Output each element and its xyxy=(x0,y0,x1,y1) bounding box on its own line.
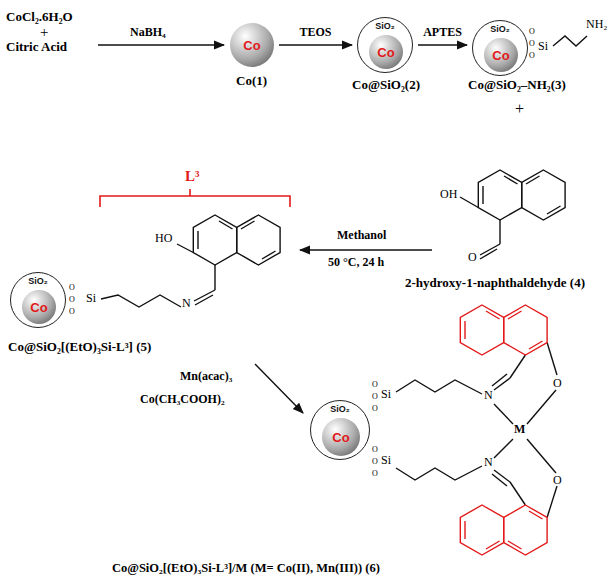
atom-label: O xyxy=(529,40,535,49)
silica-shell: SiO₂ Co xyxy=(357,17,413,73)
atom-label: O xyxy=(69,284,75,293)
compound-label: Co@SiO₂–NH₂(3) xyxy=(468,78,566,92)
shell-label: SiO₂ xyxy=(358,21,412,31)
naphthalene-ring xyxy=(478,170,565,220)
atom-label: O xyxy=(372,470,378,479)
propyl-chain xyxy=(553,36,587,46)
compound-label: Co@SiO₂[(EtO)₃Si-L³] (5) xyxy=(8,340,151,354)
atom-label: Si xyxy=(381,388,391,401)
atom-label: Si xyxy=(538,40,548,53)
atom-label: NH₂ xyxy=(586,18,608,31)
reagent-label: TEOS xyxy=(299,26,331,39)
element-label: Co xyxy=(492,48,509,63)
reaction-arrow xyxy=(300,249,432,250)
compound-label: Mn(acac)₃ xyxy=(180,370,232,383)
shell-label: SiO₂ xyxy=(311,404,369,414)
naphthalene-ring xyxy=(460,305,547,555)
atom-label: Si xyxy=(381,454,391,467)
element-label: Co xyxy=(377,45,394,60)
compound-label: Co@SiO₂(2) xyxy=(352,78,420,92)
atom-label: OH xyxy=(440,188,457,201)
ligand-bracket xyxy=(100,189,290,207)
compound-label: L³ xyxy=(185,168,200,185)
atom-label: O xyxy=(372,446,378,455)
atom-label: N xyxy=(484,389,493,402)
shell-label: SiO₂ xyxy=(473,24,527,34)
propyl-chain xyxy=(396,466,482,480)
atom-label: N xyxy=(182,297,191,310)
compound-label: Co@SiO₂[(EtO)₃Si-L³]/M (M= Co(II), Mn(II… xyxy=(112,562,380,576)
cobalt-core: Co xyxy=(369,35,403,69)
silica-shell: SiO₂ Co xyxy=(310,400,370,460)
reaction-arrow xyxy=(418,44,467,45)
atom-label: O xyxy=(529,28,535,37)
compound-label: NaBH₄ xyxy=(130,26,166,39)
element-label: Co xyxy=(30,300,47,315)
atom-label: O xyxy=(529,52,535,61)
reaction-arrow xyxy=(255,364,303,413)
atom-label: O xyxy=(553,474,562,487)
cobalt-core: Co xyxy=(230,23,274,67)
naphthalene-ring xyxy=(193,215,280,265)
silica-shell: SiO₂ Co xyxy=(10,272,66,328)
silica-shell: SiO₂ Co xyxy=(472,20,528,76)
atom-label: O xyxy=(553,377,562,390)
atom-label: + xyxy=(515,100,524,118)
cobalt-core: Co xyxy=(484,38,518,72)
atom-label: O xyxy=(372,381,378,390)
atom-label: O xyxy=(468,251,477,264)
compound-label: Co(CH₃COOH)₂ xyxy=(140,393,225,406)
atom-label: O xyxy=(372,458,378,467)
reaction-arrow xyxy=(279,44,352,45)
cobalt-core: Co xyxy=(322,418,360,456)
element-label: Co xyxy=(332,430,349,445)
compound-label: M xyxy=(514,423,525,436)
reaction-arrow xyxy=(98,44,224,45)
compound-label: Methanol xyxy=(337,229,386,242)
atom-label: O xyxy=(372,393,378,402)
atom-label: O xyxy=(69,296,75,305)
atom-label: + xyxy=(40,24,48,41)
atom-label: O xyxy=(372,405,378,414)
compound-label: 50 °C, 24 h xyxy=(328,256,384,269)
cobalt-core: Co xyxy=(22,290,56,324)
compound-label: CoCl₂.6H₂O xyxy=(6,10,73,24)
propyl-chain xyxy=(396,380,482,394)
atom-label: HO xyxy=(155,232,172,245)
compound-label: Citric Acid xyxy=(6,40,67,54)
atom-label: Si xyxy=(86,292,96,305)
atom-label: O xyxy=(69,308,75,317)
element-label: Co xyxy=(243,38,260,53)
propyl-chain xyxy=(101,295,181,307)
shell-label: SiO₂ xyxy=(11,276,65,286)
compound-label: Co(1) xyxy=(236,74,267,88)
reagent-label: APTES xyxy=(423,26,462,39)
atom-label: N xyxy=(484,456,493,469)
compound-label: 2-hydroxy-1-naphthaldehyde (4) xyxy=(405,276,585,290)
